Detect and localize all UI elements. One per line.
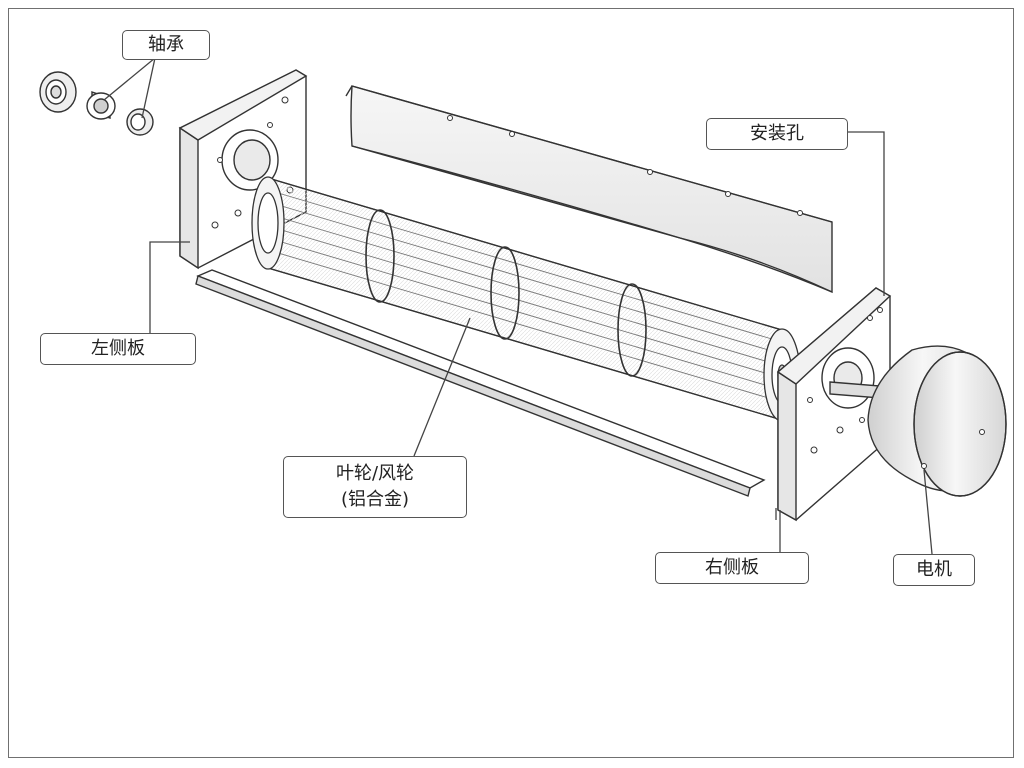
- bearing-assembly: [39, 71, 154, 136]
- bearing-label: 轴承: [122, 30, 210, 60]
- left-side-plate-label-text: 左侧板: [91, 338, 145, 359]
- motor: [829, 345, 1007, 497]
- bearing-flange: [39, 71, 77, 113]
- right-side-plate: [775, 287, 892, 522]
- leader-lines: [103, 57, 933, 555]
- right-side-plate-label: 右侧板: [655, 552, 809, 584]
- top-housing: [345, 85, 833, 294]
- mounting-hole-label: 安装孔: [706, 118, 848, 150]
- impeller-label-line2: (铝合金): [340, 489, 410, 510]
- diagram-frame: [8, 8, 1014, 758]
- impeller: [251, 176, 801, 422]
- impeller-label: 叶轮/风轮 (铝合金): [283, 456, 467, 518]
- bearing-label-text: 轴承: [148, 34, 184, 55]
- motor-label-text: 电机: [916, 559, 952, 580]
- impeller-label-line1: 叶轮/风轮: [335, 463, 415, 484]
- mounting-hole-label-text: 安装孔: [750, 123, 804, 144]
- bearing-ring-2: [126, 108, 154, 136]
- bottom-rail: [195, 269, 766, 497]
- bearing-ring-1: [86, 91, 116, 120]
- left-side-plate-label: 左侧板: [40, 333, 196, 365]
- motor-label: 电机: [893, 554, 975, 586]
- right-side-plate-label-text: 右侧板: [705, 557, 759, 578]
